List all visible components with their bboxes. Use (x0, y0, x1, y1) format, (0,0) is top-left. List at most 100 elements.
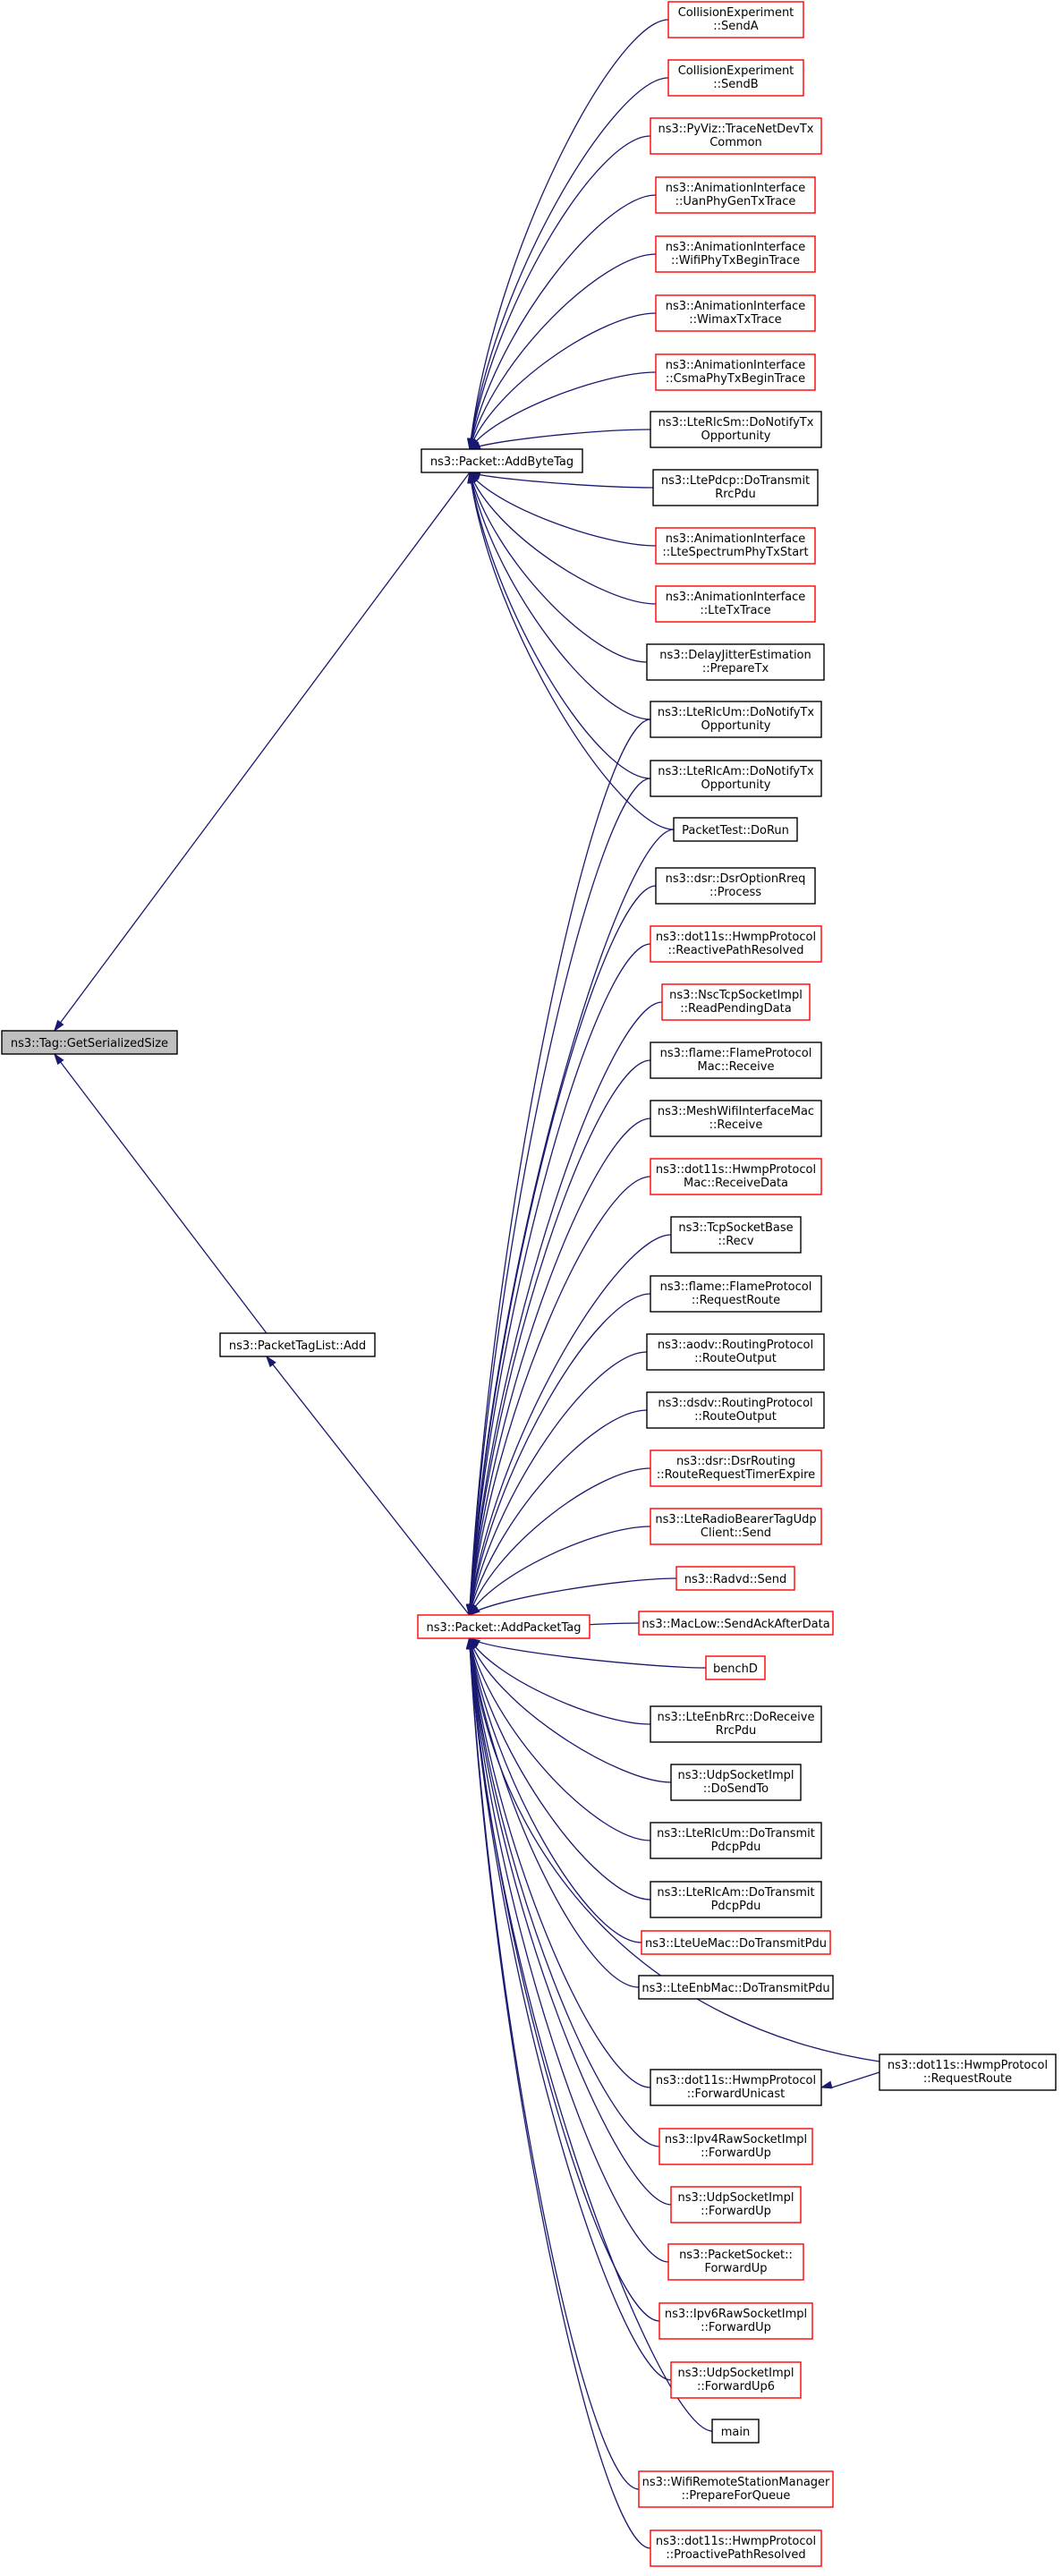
node-ns3-animationinterface-wimaxtxtrace[interactable]: ns3::AnimationInterface::WimaxTxTrace (655, 294, 816, 332)
node-box (670, 1764, 802, 1801)
node-label: ns3::NscTcpSocketImpl (669, 989, 803, 1002)
node-label: ns3::LteEnbMac::DoTransmitPdu (641, 1982, 829, 1995)
edge-to-addpackettag (468, 778, 651, 1616)
node-ns3-dsr-dsrrouting-routerequesttimerexpire[interactable]: ns3::dsr::DsrRouting::RouteRequestTimerE… (650, 1450, 822, 1487)
node-ns3-dot11s-hwmpprotocolmac-receivedata[interactable]: ns3::dot11s::HwmpProtocolMac::ReceiveDat… (650, 1158, 822, 1195)
node-label: Opportunity (701, 429, 770, 443)
node-box (650, 1822, 822, 1859)
edge-to-addbytetag (469, 135, 651, 450)
node-ns3-packet-addbytetag[interactable]: ns3::Packet::AddByteTag (421, 448, 583, 473)
edge-to-addpackettag (468, 829, 675, 1616)
node-packettest-dorun[interactable]: PacketTest::DoRun (673, 817, 798, 842)
node-ns3-udpsocketimpl-forwardup6[interactable]: ns3::UdpSocketImpl::ForwardUp6 (670, 2361, 802, 2399)
node-main[interactable]: main (711, 2419, 760, 2444)
node-ns3-aodv-routingprotocol-routeoutput[interactable]: ns3::aodv::RoutingProtocol::RouteOutput (646, 1333, 825, 1371)
node-label: ns3::UdpSocketImpl (678, 2367, 794, 2380)
node-ns3-lteenbmac-dotransmitpdu[interactable]: ns3::LteEnbMac::DoTransmitPdu (638, 1975, 834, 2000)
node-ns3-dsr-dsroptionrreq-process[interactable]: ns3::dsr::DsrOptionRreq::Process (655, 867, 816, 905)
node-box (705, 1655, 766, 1680)
node-label: ns3::AnimationInterface (666, 532, 806, 546)
node-ns3-udpsocketimpl-dosendto[interactable]: ns3::UdpSocketImpl::DoSendTo (670, 1764, 802, 1801)
node-ns3-tcpsocketbase-recv[interactable]: ns3::TcpSocketBase::Recv (670, 1216, 802, 1254)
edge-to-addpackettag (468, 1293, 651, 1616)
node-ns3-packetsocket-forwardup[interactable]: ns3::PacketSocket::ForwardUp (667, 2243, 804, 2281)
node-ns3-packet-addpackettag[interactable]: ns3::Packet::AddPacketTag (417, 1614, 590, 1639)
node-label: ns3::dot11s::HwmpProtocol (656, 2535, 816, 2548)
node-label: ns3::MeshWifiInterfaceMac (658, 1105, 814, 1118)
node-label: ns3::MacLow::SendAckAfterData (641, 1618, 829, 1631)
edge-arrowhead (53, 1019, 64, 1033)
node-box (646, 1333, 825, 1371)
node-ns3-dot11s-hwmpprotocol-requestroute[interactable]: ns3::dot11s::HwmpProtocol::RequestRoute (879, 2053, 1057, 2091)
node-box (879, 2053, 1057, 2091)
node-box (650, 1508, 822, 1545)
node-ns3-packettaglist-add[interactable]: ns3::PacketTagList::Add (219, 1332, 376, 1357)
node-label: ::DoSendTo (703, 1782, 769, 1796)
node-benchd[interactable]: benchD (705, 1655, 766, 1680)
edge-to-addpackettag (469, 1577, 677, 1616)
node-ns3-animationinterface-ltespectrumphytxstart[interactable]: ns3::AnimationInterface::LteSpectrumPhyT… (655, 527, 816, 565)
graph-edges (53, 19, 880, 2549)
node-ns3-ipv4rawsocketimpl-forwardup[interactable]: ns3::Ipv4RawSocketImpl::ForwardUp (658, 2128, 813, 2165)
node-ns3-nsctcpsocketimpl-readpendingdata[interactable]: ns3::NscTcpSocketImpl::ReadPendingData (661, 983, 811, 1021)
node-label: ::Receive (709, 1118, 763, 1132)
node-label: PdcpPdu (711, 1900, 761, 1913)
edge-to-addpackettag (468, 1637, 640, 2490)
node-box (650, 1450, 822, 1487)
node-ns3-dot11s-hwmpprotocol-reactivepathresolved[interactable]: ns3::dot11s::HwmpProtocol::ReactivePathR… (650, 925, 822, 963)
node-ns3-animationinterface-csmaphytxbegintrace[interactable]: ns3::AnimationInterface::CsmaPhyTxBeginT… (655, 353, 816, 391)
edge-to-addpackettag (468, 1637, 640, 1988)
node-box (417, 1614, 590, 1639)
node-box (655, 176, 816, 214)
edge-to-addpackettag (468, 1409, 648, 1616)
node-label: ns3::WifiRemoteStationManager (642, 2476, 830, 2489)
node-ns3-dot11s-hwmpprotocol-proactivepathresolved[interactable]: ns3::dot11s::HwmpProtocol::ProactivePath… (650, 2529, 822, 2567)
node-label: ns3::PacketTagList::Add (229, 1339, 366, 1353)
edge-to-addpackettag (469, 1526, 651, 1616)
node-ns3-udpsocketimpl-forwardup[interactable]: ns3::UdpSocketImpl::ForwardUp (670, 2186, 802, 2223)
edge-to-addpackettag (469, 1637, 651, 1725)
node-ns3-animationinterface-ltetxtrace[interactable]: ns3::AnimationInterface::LteTxTrace (655, 585, 816, 623)
edge-requestroute-to-addpackettag (468, 1637, 880, 2062)
node-ns3-ipv6rawsocketimpl-forwardup[interactable]: ns3::Ipv6RawSocketImpl::ForwardUp (658, 2302, 813, 2340)
node-ns3-delayjitterestimation-preparetx[interactable]: ns3::DelayJitterEstimation::PrepareTx (646, 643, 825, 681)
node-box (670, 2361, 802, 2399)
node-box (650, 701, 822, 738)
node-label: ns3::dsr::DsrOptionRreq (666, 872, 806, 886)
edge-arrowhead (468, 1605, 480, 1616)
node-label: ns3::AnimationInterface (666, 300, 806, 313)
node-label: ns3::dot11s::HwmpProtocol (656, 1163, 816, 1177)
node-ns3-dot11s-hwmpprotocol-forwardunicast[interactable]: ns3::dot11s::HwmpProtocol::ForwardUnicas… (650, 2069, 822, 2106)
node-ns3-wifiremotestationmanager-prepareforqueue[interactable]: ns3::WifiRemoteStationManager::PrepareFo… (638, 2470, 834, 2508)
edge-to-addpackettag (468, 885, 657, 1616)
node-label: ::PrepareForQueue (682, 2489, 791, 2503)
node-label: ns3::Ipv6RawSocketImpl (665, 2308, 807, 2321)
node-collisionexperiment-sendb[interactable]: CollisionExperiment::SendB (667, 59, 804, 97)
node-collisionexperiment-senda[interactable]: CollisionExperiment::SendA (667, 1, 804, 38)
node-ns3-tag-getserializedsize[interactable]: ns3::Tag::GetSerializedSize (1, 1030, 178, 1055)
node-label: ::ReadPendingData (680, 1002, 791, 1016)
edge-to-addpackettag (468, 1637, 660, 2147)
node-ns3-dsdv-routingprotocol-routeoutput[interactable]: ns3::dsdv::RoutingProtocol::RouteOutput (646, 1391, 825, 1429)
node-label: ns3::dsr::DsrRouting (676, 1455, 795, 1468)
node-label: ::ForwardUp (701, 2205, 771, 2218)
node-ns3-animationinterface-uanphygentxtrace[interactable]: ns3::AnimationInterface::UanPhyGenTxTrac… (655, 176, 816, 214)
node-label: ns3::Ipv4RawSocketImpl (665, 2133, 807, 2147)
node-ns3-radvd-send[interactable]: ns3::Radvd::Send (675, 1566, 795, 1591)
node-ns3-animationinterface-wifiphytxbegintrace[interactable]: ns3::AnimationInterface::WifiPhyTxBeginT… (655, 235, 816, 273)
node-ns3-flame-flameprotocol-requestroute[interactable]: ns3::flame::FlameProtocol::RequestRoute (650, 1275, 822, 1313)
node-ns3-maclow-sendackafterdata[interactable]: ns3::MacLow::SendAckAfterData (638, 1611, 834, 1636)
node-ns3-lteuemac-dotransmitpdu[interactable]: ns3::LteUeMac::DoTransmitPdu (641, 1930, 831, 1955)
node-ns3-meshwifiinterfacemac-receive[interactable]: ns3::MeshWifiInterfaceMac::Receive (650, 1100, 822, 1137)
